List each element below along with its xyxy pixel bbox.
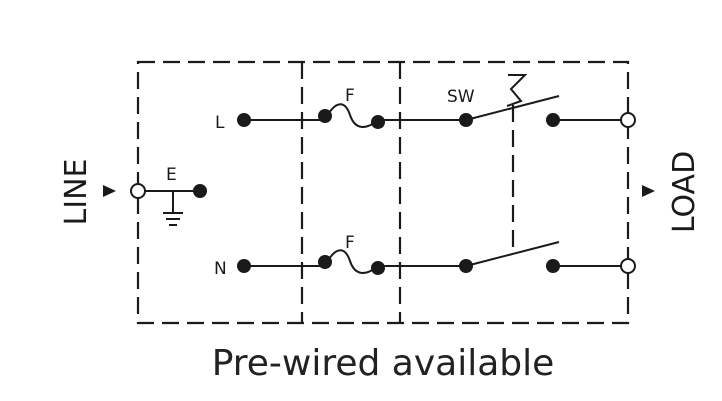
enclosure-box — [136, 60, 630, 325]
load-live-terminal — [620, 112, 636, 128]
neutral-input-terminal — [237, 259, 251, 273]
switch-top-blade — [465, 95, 560, 121]
switch-bottom-terminal-b — [546, 259, 560, 273]
fuse-top-terminal-a — [318, 109, 332, 123]
live-circuit: L F — [215, 86, 636, 133]
fuse-bottom-label: F — [345, 233, 355, 253]
switch-bottom-blade — [465, 241, 560, 267]
load-label: LOAD — [667, 151, 702, 233]
earth-label: E — [166, 165, 177, 185]
fuse-top-terminal-b — [371, 115, 385, 129]
switch-bottom-terminal-a — [459, 259, 473, 273]
fuse-top-icon — [324, 103, 379, 128]
earth-terminal — [193, 184, 207, 198]
line-label: LINE — [59, 159, 94, 226]
live-input-terminal — [237, 113, 251, 127]
earth-input-terminal — [130, 183, 146, 199]
switch-label: SW — [447, 87, 475, 107]
live-label: L — [215, 113, 225, 133]
line-arrow-icon — [103, 185, 116, 197]
switch-actuator-icon: SW — [447, 74, 528, 107]
fuse-bottom-icon — [324, 249, 379, 274]
fuse-top-label: F — [345, 86, 355, 106]
load-arrow-icon — [642, 185, 655, 197]
load-neutral-terminal — [620, 258, 636, 274]
earth-connection: E — [130, 165, 207, 226]
fuse-bottom-terminal-a — [318, 255, 332, 269]
ground-icon — [163, 212, 183, 226]
neutral-label: N — [214, 259, 227, 279]
switch-top-terminal-a — [459, 113, 473, 127]
switch-top-terminal-b — [546, 113, 560, 127]
neutral-circuit: N F — [214, 233, 636, 279]
fuse-bottom-terminal-b — [371, 261, 385, 275]
enclosure-outline — [136, 60, 630, 325]
caption: Pre-wired available — [212, 343, 555, 384]
